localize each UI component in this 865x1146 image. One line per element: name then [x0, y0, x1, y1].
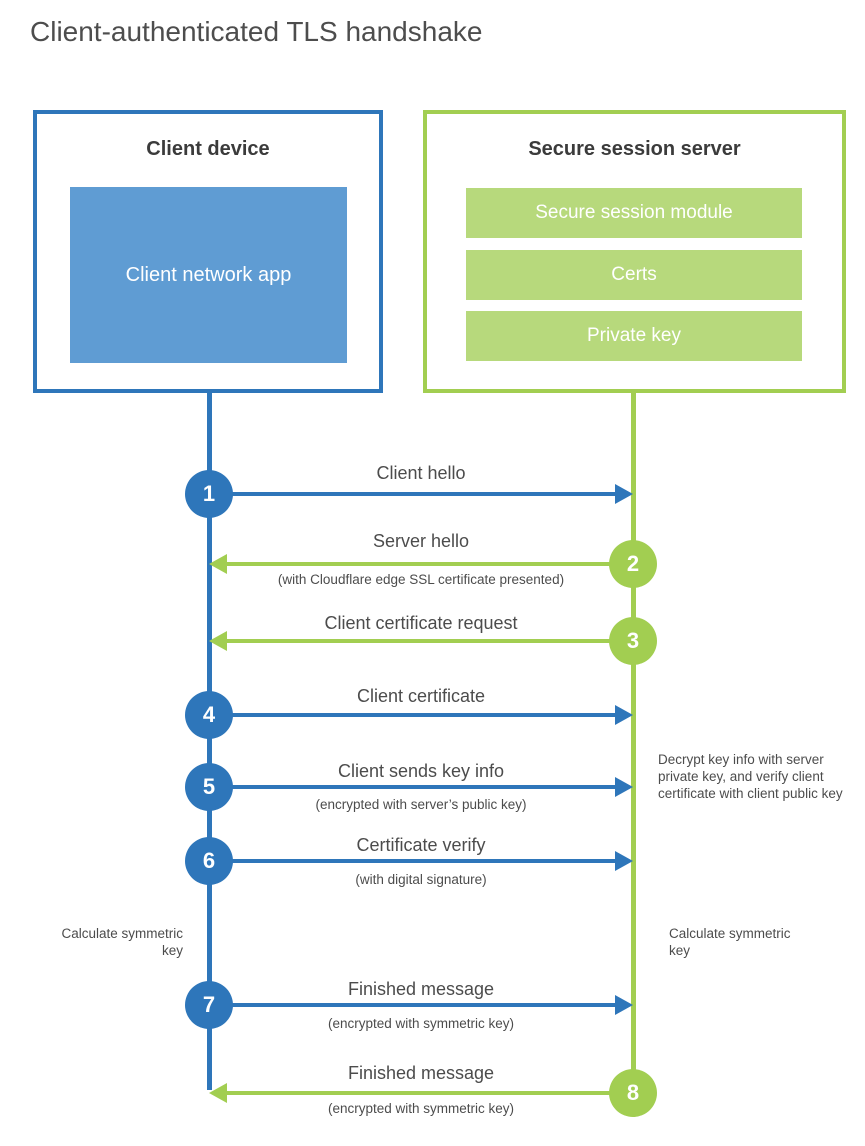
- message-5-arrow: [230, 785, 617, 789]
- server-module-label: Secure session module: [535, 202, 733, 223]
- message-8-arrow: [226, 1091, 615, 1095]
- client-network-app-box: Client network app: [70, 187, 347, 363]
- server-lifeline: [631, 393, 636, 1093]
- step-4-badge: 4: [185, 691, 233, 739]
- step-3-badge: 3: [609, 617, 657, 665]
- message-5-label: Client sends key info: [337, 761, 505, 781]
- message-4-arrow: [230, 713, 617, 717]
- arrow-left-icon: [209, 554, 227, 574]
- message-3-label: Client certificate request: [324, 613, 518, 633]
- client-device-title: Client device: [146, 138, 270, 160]
- step-2-badge: 2: [609, 540, 657, 588]
- message-2-label: Server hello: [372, 531, 470, 551]
- arrow-right-icon: [615, 777, 633, 797]
- server-module-bar-certs: Certs: [466, 250, 802, 300]
- message-7-subtitle: (encrypted with symmetric key): [327, 1016, 515, 1031]
- client-network-app-label: Client network app: [125, 263, 292, 286]
- server-module-label: Certs: [611, 264, 657, 285]
- arrow-right-icon: [615, 484, 633, 504]
- message-4-label: Client certificate: [356, 686, 486, 706]
- server-module-label: Private key: [587, 325, 681, 346]
- message-1-label: Client hello: [376, 463, 466, 483]
- message-2-subtitle: (with Cloudflare edge SSL certificate pr…: [277, 572, 565, 587]
- message-6-subtitle: (with digital signature): [355, 872, 487, 887]
- server-module-bar-private-key: Private key: [466, 311, 802, 361]
- step-5-badge: 5: [185, 763, 233, 811]
- message-6-arrow: [230, 859, 617, 863]
- message-3-arrow: [226, 639, 615, 643]
- arrow-right-icon: [615, 705, 633, 725]
- server-module-bar-secure-session-module: Secure session module: [466, 188, 802, 238]
- message-7-arrow: [230, 1003, 617, 1007]
- message-1-arrow: [230, 492, 617, 496]
- server-calculate-symmetric-key-note: Calculate symmetric key: [669, 926, 791, 958]
- message-5-subtitle: (encrypted with server’s public key): [315, 797, 527, 812]
- arrow-left-icon: [209, 1083, 227, 1103]
- step-7-badge: 7: [185, 981, 233, 1029]
- arrow-right-icon: [615, 995, 633, 1015]
- client-calculate-symmetric-key-note: Calculate symmetric key: [61, 926, 183, 958]
- arrow-left-icon: [209, 631, 227, 651]
- page-title: Client-authenticated TLS handshake: [30, 16, 483, 47]
- client-lifeline: [207, 393, 212, 1090]
- message-8-subtitle: (encrypted with symmetric key): [327, 1101, 515, 1116]
- step-8-badge: 8: [609, 1069, 657, 1117]
- arrow-right-icon: [615, 851, 633, 871]
- message-6-label: Certificate verify: [356, 835, 486, 855]
- message-2-arrow: [226, 562, 615, 566]
- message-7-label: Finished message: [347, 979, 495, 999]
- message-8-label: Finished message: [347, 1063, 495, 1083]
- step-6-badge: 6: [185, 837, 233, 885]
- server-decrypt-note: Decrypt key info with server private key…: [658, 752, 843, 801]
- secure-session-server-title: Secure session server: [528, 138, 741, 160]
- step-1-badge: 1: [185, 470, 233, 518]
